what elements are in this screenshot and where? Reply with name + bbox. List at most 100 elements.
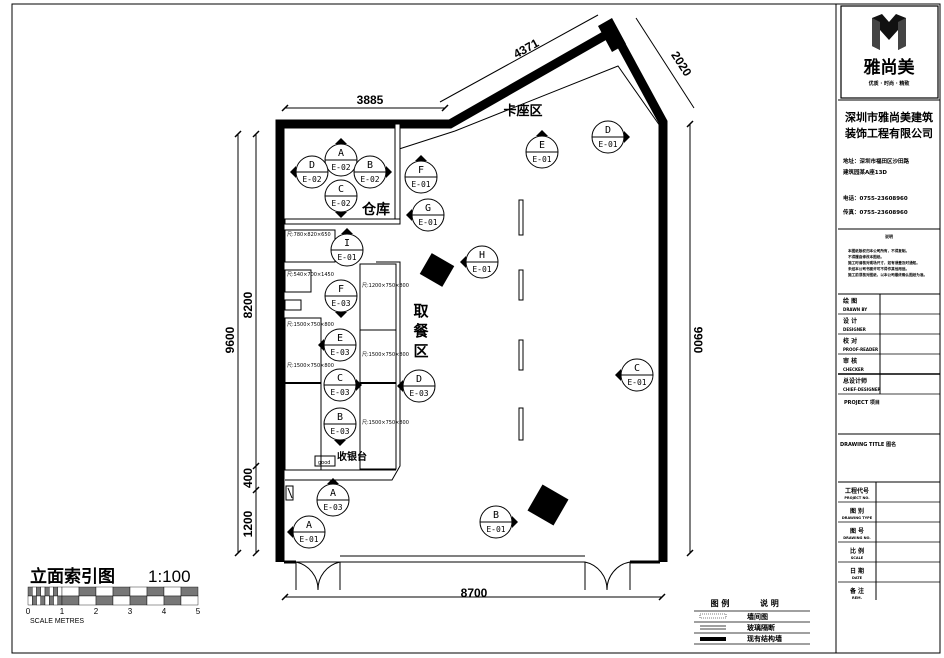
legend-header-desc: 说 明 [760,598,779,608]
company-phone: 电话：0755-23608960 [843,194,908,202]
legend-item: 现有结构墙 [747,634,782,643]
marker-code: E-03 [330,388,349,397]
index-marker: FE-01 [404,155,438,194]
scale-segment [32,586,37,597]
scale-segment [53,595,58,606]
marker-code: E-01 [627,378,646,387]
scale-segment [78,595,97,606]
row-label-en: DATE [852,576,863,580]
legend-symbol-structure [700,637,726,641]
marker-code: E-01 [598,140,617,149]
brand-name: 雅尚美 [863,57,916,78]
index-marker: B E-01 [479,505,518,539]
direction-arrow-icon [512,516,518,528]
dimension-top-left: 3885 [357,93,384,107]
marker-letter: C [634,363,640,374]
notes-title: 说明 [885,233,893,239]
marker-code: E-01 [411,180,430,189]
note-line: 施工时请核对现场尺寸，如有误差及时通知。 [848,260,920,265]
marker-letter: A [306,520,312,531]
equipment-note: 尺:540×700×1450 [287,272,334,278]
scale-segment [61,595,80,606]
scale-segment [44,595,50,606]
index-marker: EE-03 [318,328,357,362]
marker-letter: I [344,238,350,249]
row-label-cn: 校 对 [843,337,857,345]
legend: 图 例 说 明 墙间图 玻璃隔断 现有结构墙 [694,598,810,645]
scale-segment [49,595,54,606]
scale-segment [57,586,63,597]
direction-arrow-icon [335,312,347,318]
marker-letter: B [367,160,373,171]
marker-code: E-02 [360,175,379,184]
equipment-note: 尺:1500×750×800 [287,363,334,369]
booth-table [419,253,455,287]
scale-segment [36,586,41,597]
marker-letter: E [337,333,343,344]
scale-tick: 5 [196,607,201,616]
marker-letter: B [493,510,499,521]
scale-segment [112,586,131,597]
scale-segment [36,595,41,606]
scale-tick: 1 [60,607,65,616]
inner-wall-line [454,65,661,132]
row-label-en: DRAWN BY [843,307,867,312]
scale-segment [53,586,58,597]
row-label-cn: 日 期 [850,567,864,575]
direction-arrow-icon [397,380,403,392]
scale-segment [129,595,148,606]
marker-letter: C [337,373,343,384]
sheet-border [11,3,941,654]
scale-segment [32,595,37,606]
marker-code: E-01 [532,155,551,164]
project-label: PROJECT 项目 [844,399,880,406]
room-label-booth: 卡座区 [503,103,542,119]
row-label-cn: 图 号 [850,527,864,535]
index-marker: DE-02 [290,155,329,189]
marker-code: E-01 [486,525,505,534]
dimension-right-total: 9900 [691,327,705,354]
direction-arrow-icon [536,130,548,136]
direction-arrow-icon [327,478,339,484]
marker-letter: F [338,284,344,295]
marker-letter: A [338,148,344,159]
marker-code: E-03 [409,389,428,398]
cashier-box-label: good [318,460,330,466]
marker-letter: H [479,250,485,261]
company-address: 建筑园某A座13D [843,168,887,176]
storage-partition [284,218,401,225]
direction-arrow-icon [415,155,427,161]
direction-arrow-icon [460,256,466,268]
row-label-cn: 审 核 [843,357,857,365]
row-label-en: PROJECT NO. [844,496,869,500]
row-label-en: CHIEF-DESIGNER [843,387,881,392]
legend-symbol-wall [699,613,727,619]
direction-arrow-icon [334,440,346,446]
scale-tick: 2 [94,607,99,616]
row-label-cn: 图 别 [850,507,864,515]
row-label-en: SCALE [851,556,864,560]
index-marker: C E-01 [615,358,654,392]
row-label-en: PROOF-READER [843,347,878,352]
marker-letter: D [605,125,611,136]
marker-letter: D [416,374,422,385]
entrance-doors [284,555,660,591]
scale-segment [180,595,199,606]
room-label-cashier: 收银台 [337,450,367,463]
index-marker: C E-03 [323,368,362,402]
equipment-note: 尺:1500×750×800 [362,420,409,426]
scale-bar [27,586,199,606]
direction-arrow-icon [406,209,412,221]
marker-code: E-03 [330,427,349,436]
dimension-left-bottom: 1200 [241,510,255,537]
room-label-pickup: 区 [413,342,428,360]
brand-slogan: 优质 · 时尚 · 精致 [869,80,911,87]
marker-code: E-02 [331,163,350,172]
